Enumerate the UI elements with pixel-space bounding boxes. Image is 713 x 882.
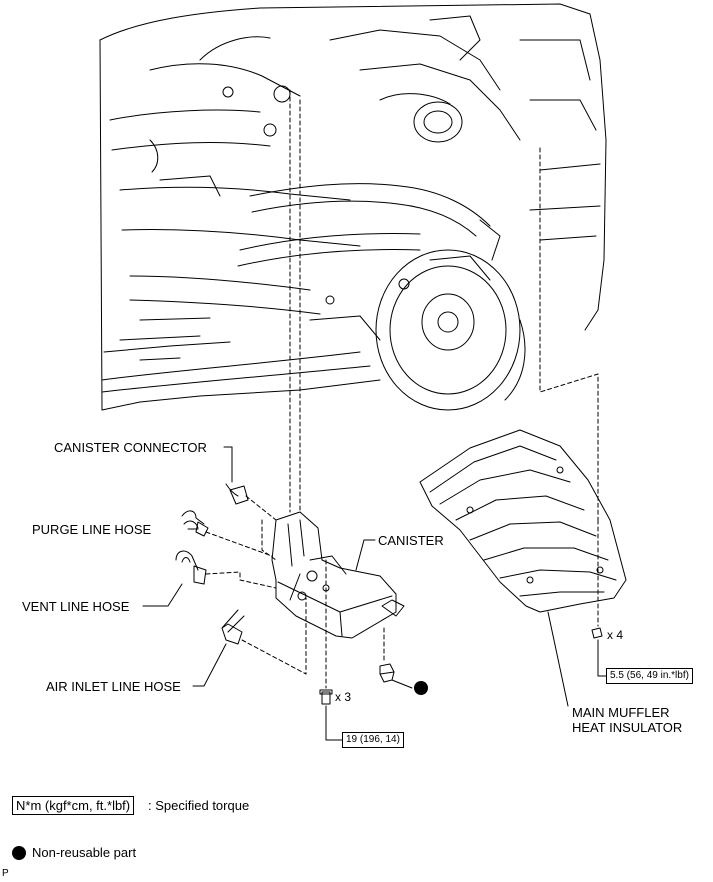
qty-canister-bolts: x 3 (335, 690, 352, 704)
label-purge-line-hose: PURGE LINE HOSE (32, 522, 152, 537)
label-vent-line-hose: VENT LINE HOSE (22, 599, 130, 614)
vehicle-underbody (99, 3, 607, 411)
non-reusable-marker (414, 681, 428, 695)
qty-insulator-nuts: x 4 (607, 628, 624, 642)
footer-code: P (2, 868, 9, 879)
canister-bolt-part (319, 689, 333, 705)
legend-torque-units: N*m (kgf*cm, ft.*lbf) (12, 796, 135, 815)
label-canister-connector: CANISTER CONNECTOR (54, 440, 207, 455)
label-air-inlet-line-hose: AIR INLET LINE HOSE (46, 679, 181, 694)
label-heat-insulator: HEAT INSULATOR (572, 720, 683, 735)
legend-torque-desc: : Specified torque (148, 798, 250, 813)
torque-canister-bolt: 19 (196, 14) (342, 732, 404, 748)
grommet-part (379, 663, 395, 683)
heat-insulator-part (419, 429, 627, 613)
torque-insulator-nut: 5.5 (56, 49 in.*lbf) (606, 668, 693, 684)
purge-line-hose-part (181, 510, 209, 537)
air-inlet-line-hose-part (221, 609, 245, 645)
legend-nonreusable-dot (12, 846, 26, 860)
vent-line-hose-part (175, 550, 207, 585)
label-main-muffler: MAIN MUFFLER (572, 705, 670, 720)
canister-assembly (271, 511, 405, 639)
label-canister: CANISTER (378, 533, 444, 548)
legend-nonreusable-desc: Non-reusable part (32, 845, 137, 860)
insulator-nut-part (591, 627, 603, 639)
canister-connector-part (225, 483, 249, 505)
leader-lines (142, 446, 607, 741)
assembly-lines (205, 89, 599, 689)
